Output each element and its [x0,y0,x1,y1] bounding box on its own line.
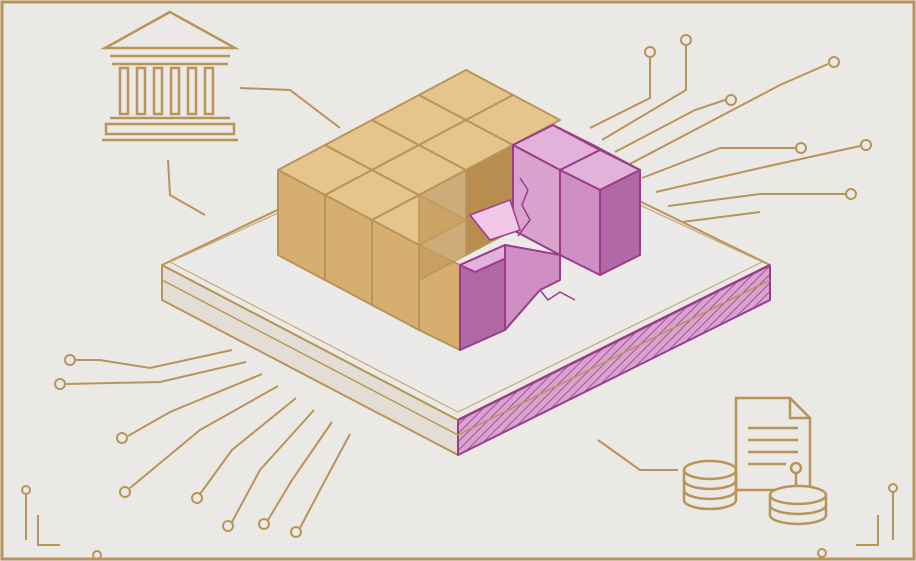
bank-connector-lines [167,87,341,216]
circuit-traces-right [589,34,872,223]
circuit-traces-left [54,349,351,538]
document-and-coins-icon [682,396,828,526]
gold-asset-blocks [277,69,561,351]
corner-bracket-right [817,483,898,558]
pink-token-blocks [459,124,641,351]
finance-connector-line [597,439,678,471]
corner-bracket-left [21,485,102,560]
bank-building-icon [100,10,240,142]
